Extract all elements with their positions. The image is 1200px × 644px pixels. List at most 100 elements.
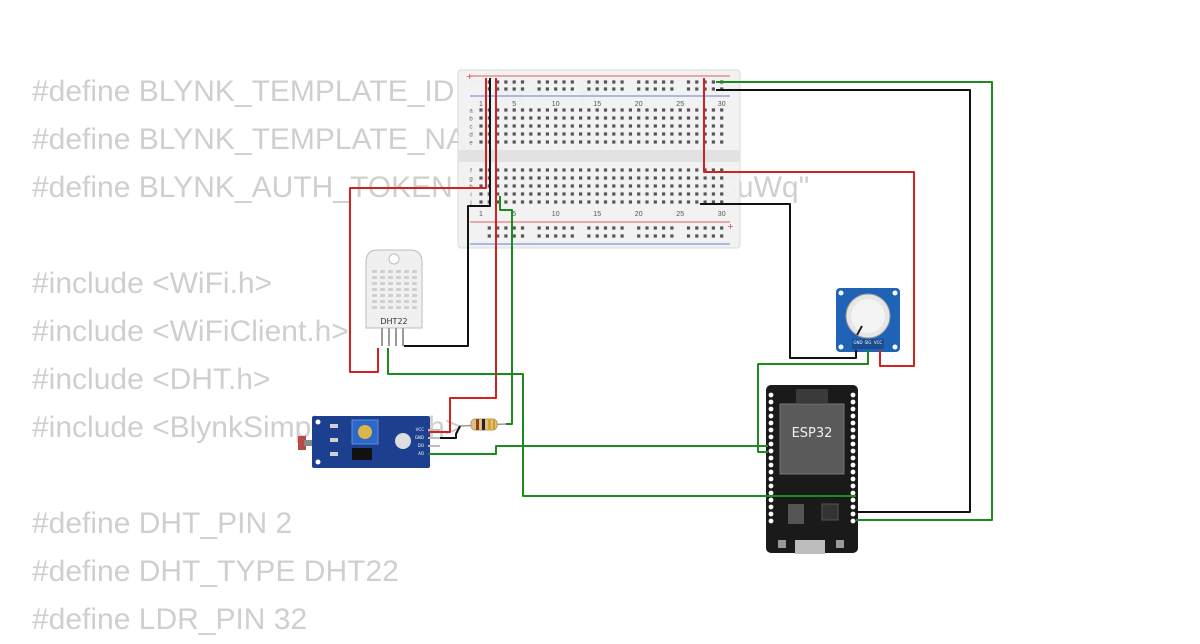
pot-pin-label: SIG [865,340,872,345]
breadboard-hole [496,226,500,230]
breadboard-hole [537,226,541,230]
grille-slot [396,300,401,303]
breadboard-hole [504,234,508,238]
breadboard-hole [504,184,508,188]
breadboard-hole [570,140,574,144]
resistor[interactable] [459,418,507,431]
breadboard-hole [620,226,624,230]
dht22-sensor[interactable]: DHT22 [365,249,423,346]
breadboard-hole [504,124,508,128]
breadboard-hole [570,176,574,180]
breadboard-hole [570,192,574,196]
breadboard-hole [603,132,608,136]
breadboard-hole [720,192,724,196]
breadboard-hole [520,140,525,144]
svg-text:+: + [727,222,734,231]
grille-slot [396,294,401,297]
esp32-pin [850,504,856,510]
breadboard-hole [695,200,699,204]
esp32-pin [850,518,856,524]
potentiometer[interactable]: GND SIG VCC [836,288,900,352]
grille-slot [380,276,385,279]
grille-slot [372,306,377,309]
esp32-pin [768,448,774,454]
breadboard-hole [579,184,583,188]
wire-green[interactable] [716,81,993,521]
breadboard-hole [529,192,533,196]
breadboard-hole [620,184,624,188]
breadboard-hole [496,132,500,136]
esp32-pin [768,511,774,517]
breadboard-hole [520,192,525,196]
breadboard-hole [628,192,632,196]
breadboard-hole [603,192,608,196]
row-letter: g [469,177,472,183]
breadboard-hole [554,234,558,238]
breadboard-hole [711,226,715,230]
breadboard-hole [686,234,691,238]
breadboard-hole [595,132,599,136]
column-number: 30 [718,101,726,108]
breadboard-hole [504,132,508,136]
esp32-pin [850,441,856,447]
breadboard-hole [520,200,525,204]
circuit-diagram: + + 1 5 10 15 20 25 30 1 5 10 15 20 25 3… [298,69,993,554]
wire-red[interactable] [703,78,915,367]
breadboard-hole [545,234,549,238]
breadboard-hole [529,168,533,172]
grille-slot [372,282,377,285]
ldr-module[interactable]: VCC GND DO AO [298,416,440,468]
breadboard-hole [512,200,516,204]
wire-red[interactable] [428,78,497,433]
esp32-pin [768,455,774,461]
breadboard-hole [711,124,715,128]
breadboard-hole [628,168,632,172]
breadboard-row-letters-top: a b c d e [469,109,473,147]
column-number: 15 [593,211,601,218]
breadboard-hole [595,200,599,204]
wire-green[interactable] [428,445,768,455]
grille-slot [404,288,409,291]
wire-green[interactable] [499,196,513,425]
pot-pin-label: VCC [874,340,883,345]
breadboard-hole [529,132,533,136]
breadboard-hole [603,87,608,91]
breadboard-hole [496,124,500,128]
column-number: 20 [635,101,643,108]
esp32-pin [768,399,774,405]
wire-green[interactable] [387,348,856,497]
breadboard-hole [570,124,574,128]
breadboard[interactable]: + + 1 5 10 15 20 25 30 1 5 10 15 20 25 3… [457,69,741,249]
wire-black[interactable] [716,89,971,513]
breadboard-hole [720,184,724,188]
wire-red[interactable] [349,78,487,373]
esp32-board[interactable]: ESP32 [766,385,858,554]
breadboard-hole [537,200,541,204]
breadboard-hole [686,80,691,84]
grille-slot [412,306,417,309]
esp32-pin [768,413,774,419]
breadboard-hole [703,87,707,91]
breadboard-hole [645,200,649,204]
breadboard-hole [711,176,715,180]
grille-slot [412,294,417,297]
breadboard-hole [670,184,674,188]
breadboard-hole [645,116,649,120]
wire-green[interactable] [757,350,869,453]
breadboard-hole [662,184,666,188]
esp32-pin [850,448,856,454]
column-number: 1 [479,211,483,218]
breadboard-hole [678,168,682,172]
breadboard-hole [628,140,632,144]
grille-slot [380,294,385,297]
wire-black[interactable] [700,203,857,359]
breadboard-hole [512,116,516,120]
breadboard-hole [570,116,574,120]
breadboard-hole [612,87,616,91]
wire-black[interactable] [404,78,491,347]
breadboard-hole [479,116,483,120]
breadboard-hole [570,234,574,238]
breadboard-hole [662,168,666,172]
wire-black[interactable] [440,425,461,439]
breadboard-hole [504,192,508,196]
